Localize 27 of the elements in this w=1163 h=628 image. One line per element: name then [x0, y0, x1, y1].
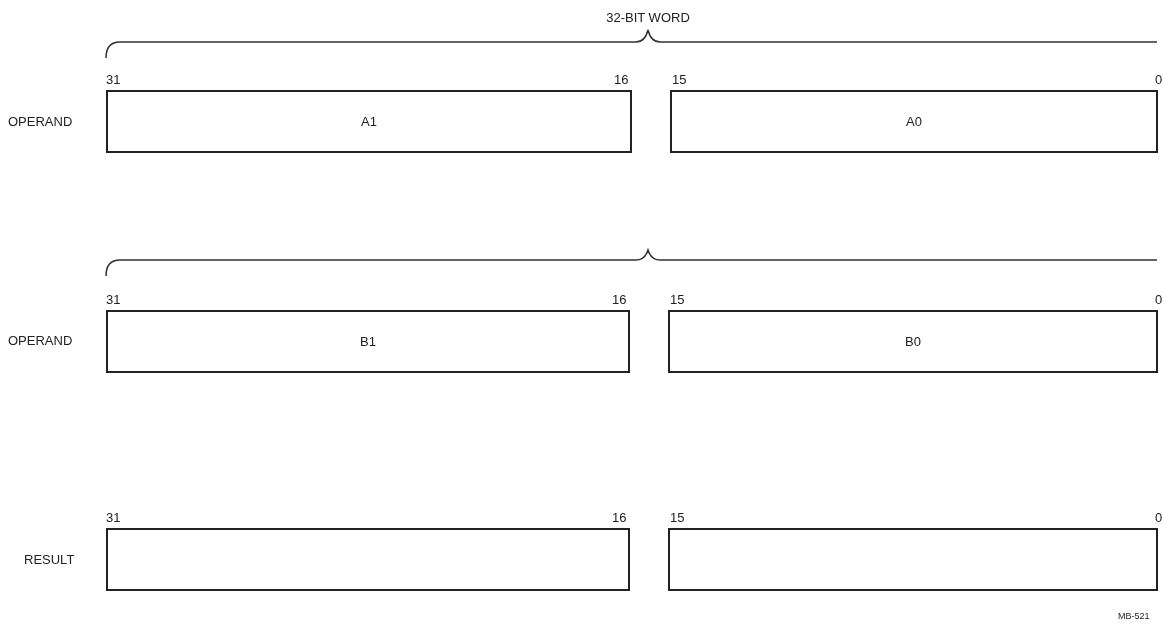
field-name: A1 — [361, 114, 377, 129]
bit-number: 0 — [1155, 292, 1163, 308]
row-label: OPERAND — [8, 114, 73, 130]
bit-number: 15 — [670, 510, 685, 526]
figure-id: MB-521 — [1118, 610, 1150, 623]
register-field — [668, 310, 1158, 373]
bit-number: 15 — [672, 72, 687, 88]
bit-number: 16 — [612, 510, 627, 526]
bit-number: 16 — [612, 292, 627, 308]
bit-number: 15 — [670, 292, 685, 308]
field-name: B0 — [905, 334, 921, 349]
register-field — [668, 528, 1158, 591]
register-field — [106, 528, 630, 591]
bit-number: 31 — [106, 510, 121, 526]
word-width-label: 32-BIT WORD — [606, 10, 690, 26]
register-field — [106, 310, 630, 373]
bit-number: 16 — [614, 72, 629, 88]
bit-number: 31 — [106, 72, 121, 88]
bit-number: 31 — [106, 292, 121, 308]
bit-number: 0 — [1155, 510, 1163, 526]
register-field — [670, 90, 1158, 153]
register-field — [106, 90, 632, 153]
row-label: RESULT — [24, 552, 75, 568]
field-name: B1 — [360, 334, 376, 349]
bit-number: 0 — [1155, 72, 1163, 88]
row-label: OPERAND — [8, 333, 73, 349]
field-name: A0 — [906, 114, 922, 129]
